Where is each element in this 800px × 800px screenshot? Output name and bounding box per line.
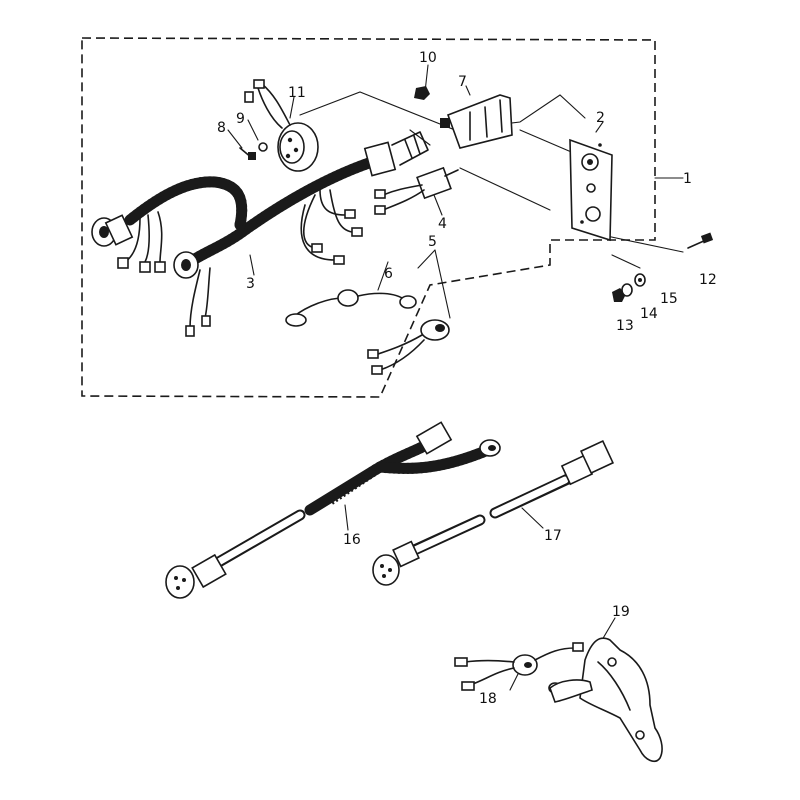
callout-19: 19 <box>612 604 630 620</box>
callout-17: 17 <box>544 528 562 544</box>
callout-7: 7 <box>458 74 467 90</box>
extension-harness-16 <box>165 421 501 599</box>
mounting-plate <box>569 138 613 242</box>
callout-16: 16 <box>343 532 361 548</box>
callout-10: 10 <box>419 50 437 66</box>
callout-4: 4 <box>438 216 447 232</box>
nut-10 <box>414 86 430 100</box>
bracket <box>440 94 513 149</box>
leader-lines <box>227 64 684 691</box>
lanyard-6 <box>285 289 417 327</box>
callout-9: 9 <box>236 111 245 127</box>
main-harness <box>91 131 429 337</box>
callout-labels: 1 2 3 4 5 6 7 8 9 10 11 12 13 14 15 16 1… <box>217 50 717 707</box>
washer-15 <box>634 273 646 287</box>
switch-4 <box>374 166 459 215</box>
extension-cable-17 <box>372 439 615 586</box>
callout-6: 6 <box>384 266 393 282</box>
bolt-12 <box>687 232 714 249</box>
callout-14: 14 <box>640 306 658 322</box>
callout-5: 5 <box>428 234 437 250</box>
washer-9 <box>258 142 268 152</box>
callout-11: 11 <box>288 85 306 101</box>
stop-switch-5 <box>367 319 450 375</box>
callout-15: 15 <box>660 291 678 307</box>
callout-1: 1 <box>683 171 692 187</box>
callout-3: 3 <box>246 276 255 292</box>
assembly-outline <box>81 37 656 398</box>
callout-12: 12 <box>699 272 717 288</box>
meter-unit <box>244 79 319 172</box>
washer-14 <box>621 283 633 297</box>
callout-18: 18 <box>479 691 497 707</box>
callout-8: 8 <box>217 120 226 136</box>
callout-13: 13 <box>616 318 634 334</box>
screw-8 <box>239 147 256 160</box>
callout-2: 2 <box>596 110 605 126</box>
bracket-arm-19 <box>549 637 663 762</box>
